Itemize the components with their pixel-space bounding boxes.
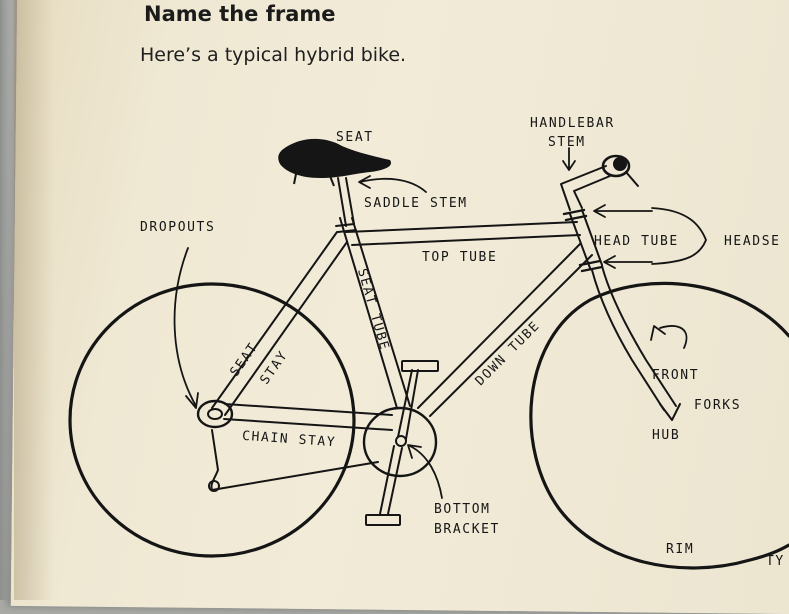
bike-diagram: [68, 138, 789, 570]
label-seat: SEAT: [336, 130, 374, 145]
label-handlebar: HANDLEBAR: [530, 116, 615, 131]
page-gutter-shadow: [14, 0, 54, 600]
page-subtitle: Here’s a typical hybrid bike.: [140, 44, 407, 66]
top-tube: [345, 221, 581, 246]
label-rim: RIM: [666, 542, 695, 557]
front-forks: [591, 265, 677, 411]
label-headset: HEADSE: [724, 234, 781, 249]
handlebar-stem: [560, 165, 611, 211]
label-head-tube: HEAD TUBE: [594, 234, 679, 249]
seat-stay: [211, 231, 348, 416]
head-tube: [569, 209, 603, 269]
label-saddle-stem: SADDLE STEM: [364, 196, 468, 211]
handlebar-grip: [601, 154, 631, 178]
chain-stay: [223, 403, 393, 431]
saddle-stem-arrow: [359, 177, 427, 193]
label-front: FRONT: [652, 368, 700, 383]
label-bottom: BOTTOM: [434, 502, 491, 517]
label-dropouts: DROPOUTS: [140, 220, 216, 235]
label-hub: HUB: [652, 428, 681, 443]
page-title: Name the frame: [144, 2, 336, 26]
rear-hub: [196, 399, 234, 429]
dropouts-arrow: [173, 247, 197, 407]
label-forks: FORKS: [694, 398, 742, 413]
label-edge-cut: TY: [766, 554, 785, 569]
saddle-stem: [337, 177, 355, 227]
down-tube: [417, 243, 593, 417]
label-stem: STEM: [548, 135, 586, 150]
bottom-bracket-arrow: [409, 445, 443, 499]
seat-tube: [339, 217, 411, 409]
saddle: [278, 138, 392, 178]
front-wheel: [529, 281, 789, 570]
label-bracket: BRACKET: [434, 522, 500, 537]
front-forks-arrow: [659, 325, 688, 349]
headset-bracket: [651, 207, 707, 265]
chainring: [362, 406, 438, 478]
label-top-tube: TOP TUBE: [422, 250, 498, 265]
rear-wheel: [68, 282, 356, 558]
